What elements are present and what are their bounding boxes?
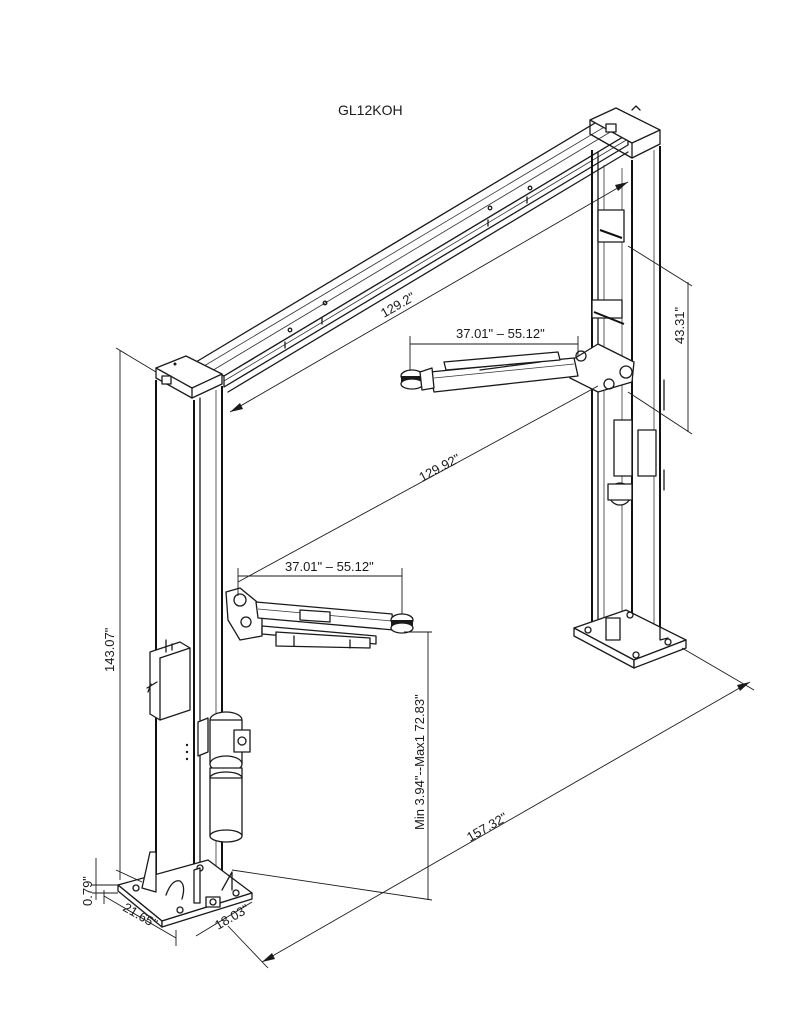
left-column — [117, 355, 253, 928]
lift-height-label: Min 3.94"--Max1 72.83" — [412, 694, 427, 830]
carriage-height-label: 43.31" — [672, 306, 687, 344]
base-plate-thickness-label: 0.79" — [80, 876, 95, 906]
front-lift-arm — [225, 587, 414, 649]
overhead-beam — [195, 119, 629, 393]
diagonal-span-label: 129.92" — [416, 450, 463, 484]
hydraulic-power-unit — [197, 711, 251, 843]
rear-lift-arm — [400, 343, 635, 393]
right-column — [573, 105, 687, 669]
front-arm-reach-label: 37.01" – 55.12" — [285, 559, 374, 574]
dimension-lines — [92, 181, 755, 969]
rear-arm-reach-label: 37.01" – 55.12" — [456, 326, 545, 341]
beam-span-label: 129.2" — [378, 289, 418, 321]
total-height-label: 143.07" — [102, 627, 117, 672]
overall-width-label: 157.32" — [464, 809, 510, 844]
model-title: GL12KOH — [338, 102, 403, 118]
